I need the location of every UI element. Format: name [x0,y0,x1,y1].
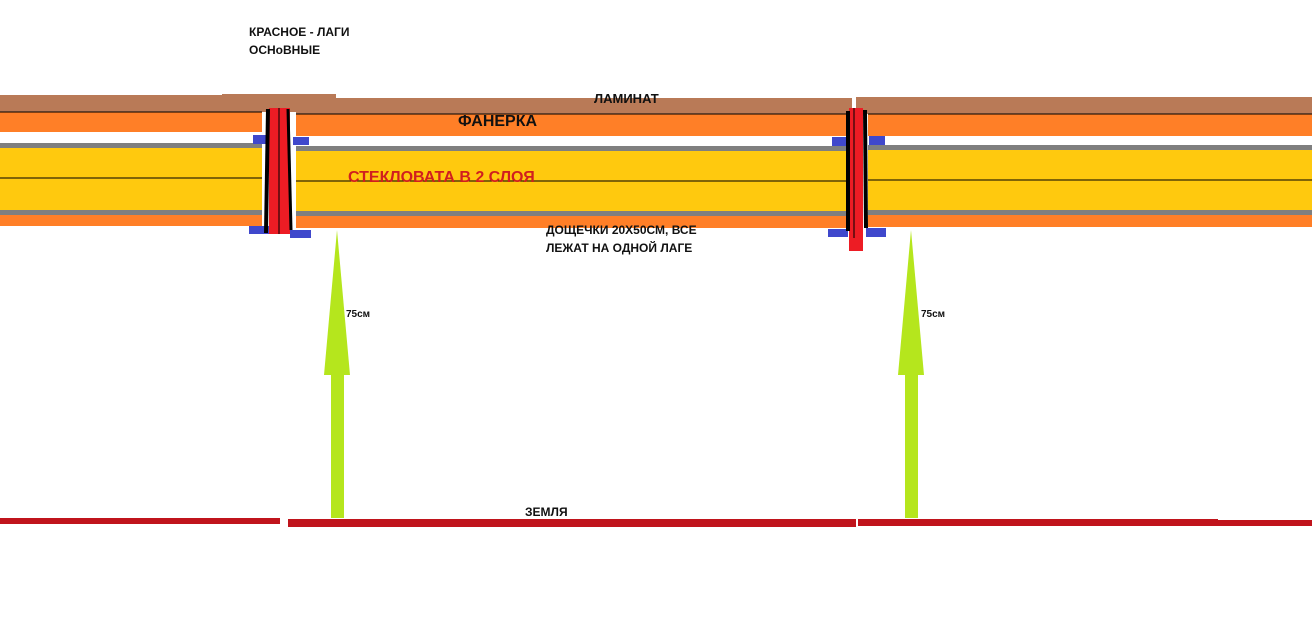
boards-label-line2: ЛЕЖАТ НА ОДНОЙ ЛАГЕ [546,241,693,255]
height-arrow-left [324,230,350,518]
main-joist-left [264,108,293,234]
laminate-plywood-seam [0,111,1312,115]
lower-gray-strip [0,210,1312,216]
bottom-board-layer [0,215,1312,228]
glass-wool-label: СТЕКЛОВАТА В 2 СЛОЯ [348,169,535,186]
red-logs-label-line2: ОСНоВНЫЕ [249,43,321,57]
upper-gray-strip [0,143,1312,151]
plywood-layer [0,112,1312,136]
support-boards-left [249,135,311,238]
laminate-layer [0,94,1312,114]
main-joist-right [846,108,868,251]
glass-wool-layer-divider [0,177,1312,182]
height-arrow-right [898,230,924,518]
height-label-right: 75см [921,309,946,320]
ground-label: ЗЕМЛЯ [525,505,568,519]
ground-line [0,518,1312,527]
height-label-left: 75см [346,309,371,320]
boards-label-line1: ДОЩЕЧКИ 20Х50СМ, ВСЕ [546,223,697,237]
plywood-label: ФАНЕРКА [458,113,538,130]
red-logs-label-line1: КРАСНОЕ - ЛАГИ [249,25,350,39]
support-boards-right [828,136,886,237]
laminate-label: ЛАМИНАТ [594,91,659,106]
